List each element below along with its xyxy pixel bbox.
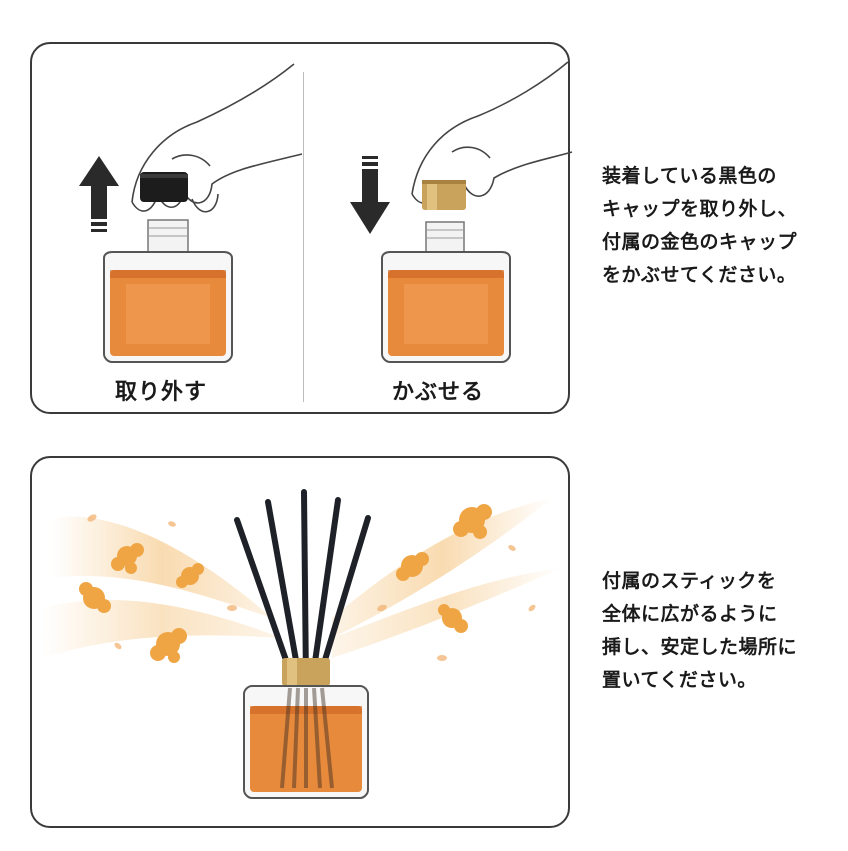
cap-instructions-line: 付属の金色のキャップ	[602, 231, 798, 253]
reed-instructions-line: 置いてください。	[602, 669, 757, 691]
bottle-left	[103, 219, 233, 363]
petals	[87, 514, 536, 661]
flower	[438, 604, 468, 633]
arrow-down-icon	[350, 156, 390, 234]
flower	[396, 552, 429, 581]
cap-instructions-line: キャップを取り外し、	[602, 198, 798, 220]
remove-cap-illustration	[79, 63, 303, 363]
flower	[453, 504, 492, 539]
black-cap	[140, 172, 188, 202]
flower	[111, 543, 144, 574]
diffuser-bottle	[243, 658, 369, 799]
flower	[150, 628, 187, 663]
gold-cap	[422, 180, 466, 210]
arrow-up-icon	[79, 156, 119, 232]
reed-sticks	[234, 489, 371, 686]
reed-instructions: 付属のスティックを 全体に広がるように 挿し、安定した場所に 置いてください。	[602, 565, 797, 697]
flower	[79, 582, 111, 613]
cover-cap-label: かぶせる	[392, 379, 485, 405]
cover-cap-illustration	[350, 61, 573, 363]
cap-instructions-line: をかぶせてください。	[602, 264, 797, 286]
reed-instructions-line: 挿し、安定した場所に	[602, 636, 798, 658]
osmanthus-flowers	[79, 504, 492, 663]
reed-instructions-line: 付属のスティックを	[602, 570, 777, 592]
flower	[176, 563, 204, 588]
step1-panel: 取り外す かぶせる	[30, 42, 573, 414]
step-divider	[303, 72, 304, 402]
step2-panel	[30, 456, 570, 828]
cap-instructions-line: 装着している黒色の	[602, 165, 777, 187]
remove-cap-label: 取り外す	[115, 379, 208, 405]
bottle-right	[381, 221, 511, 363]
reed-instructions-line: 全体に広がるように	[602, 603, 778, 625]
cap-instructions: 装着している黒色の キャップを取り外し、 付属の金色のキャップ をかぶせてくださ…	[602, 160, 797, 292]
diffuser-illustration	[42, 489, 562, 799]
step1-illustration	[79, 61, 573, 363]
